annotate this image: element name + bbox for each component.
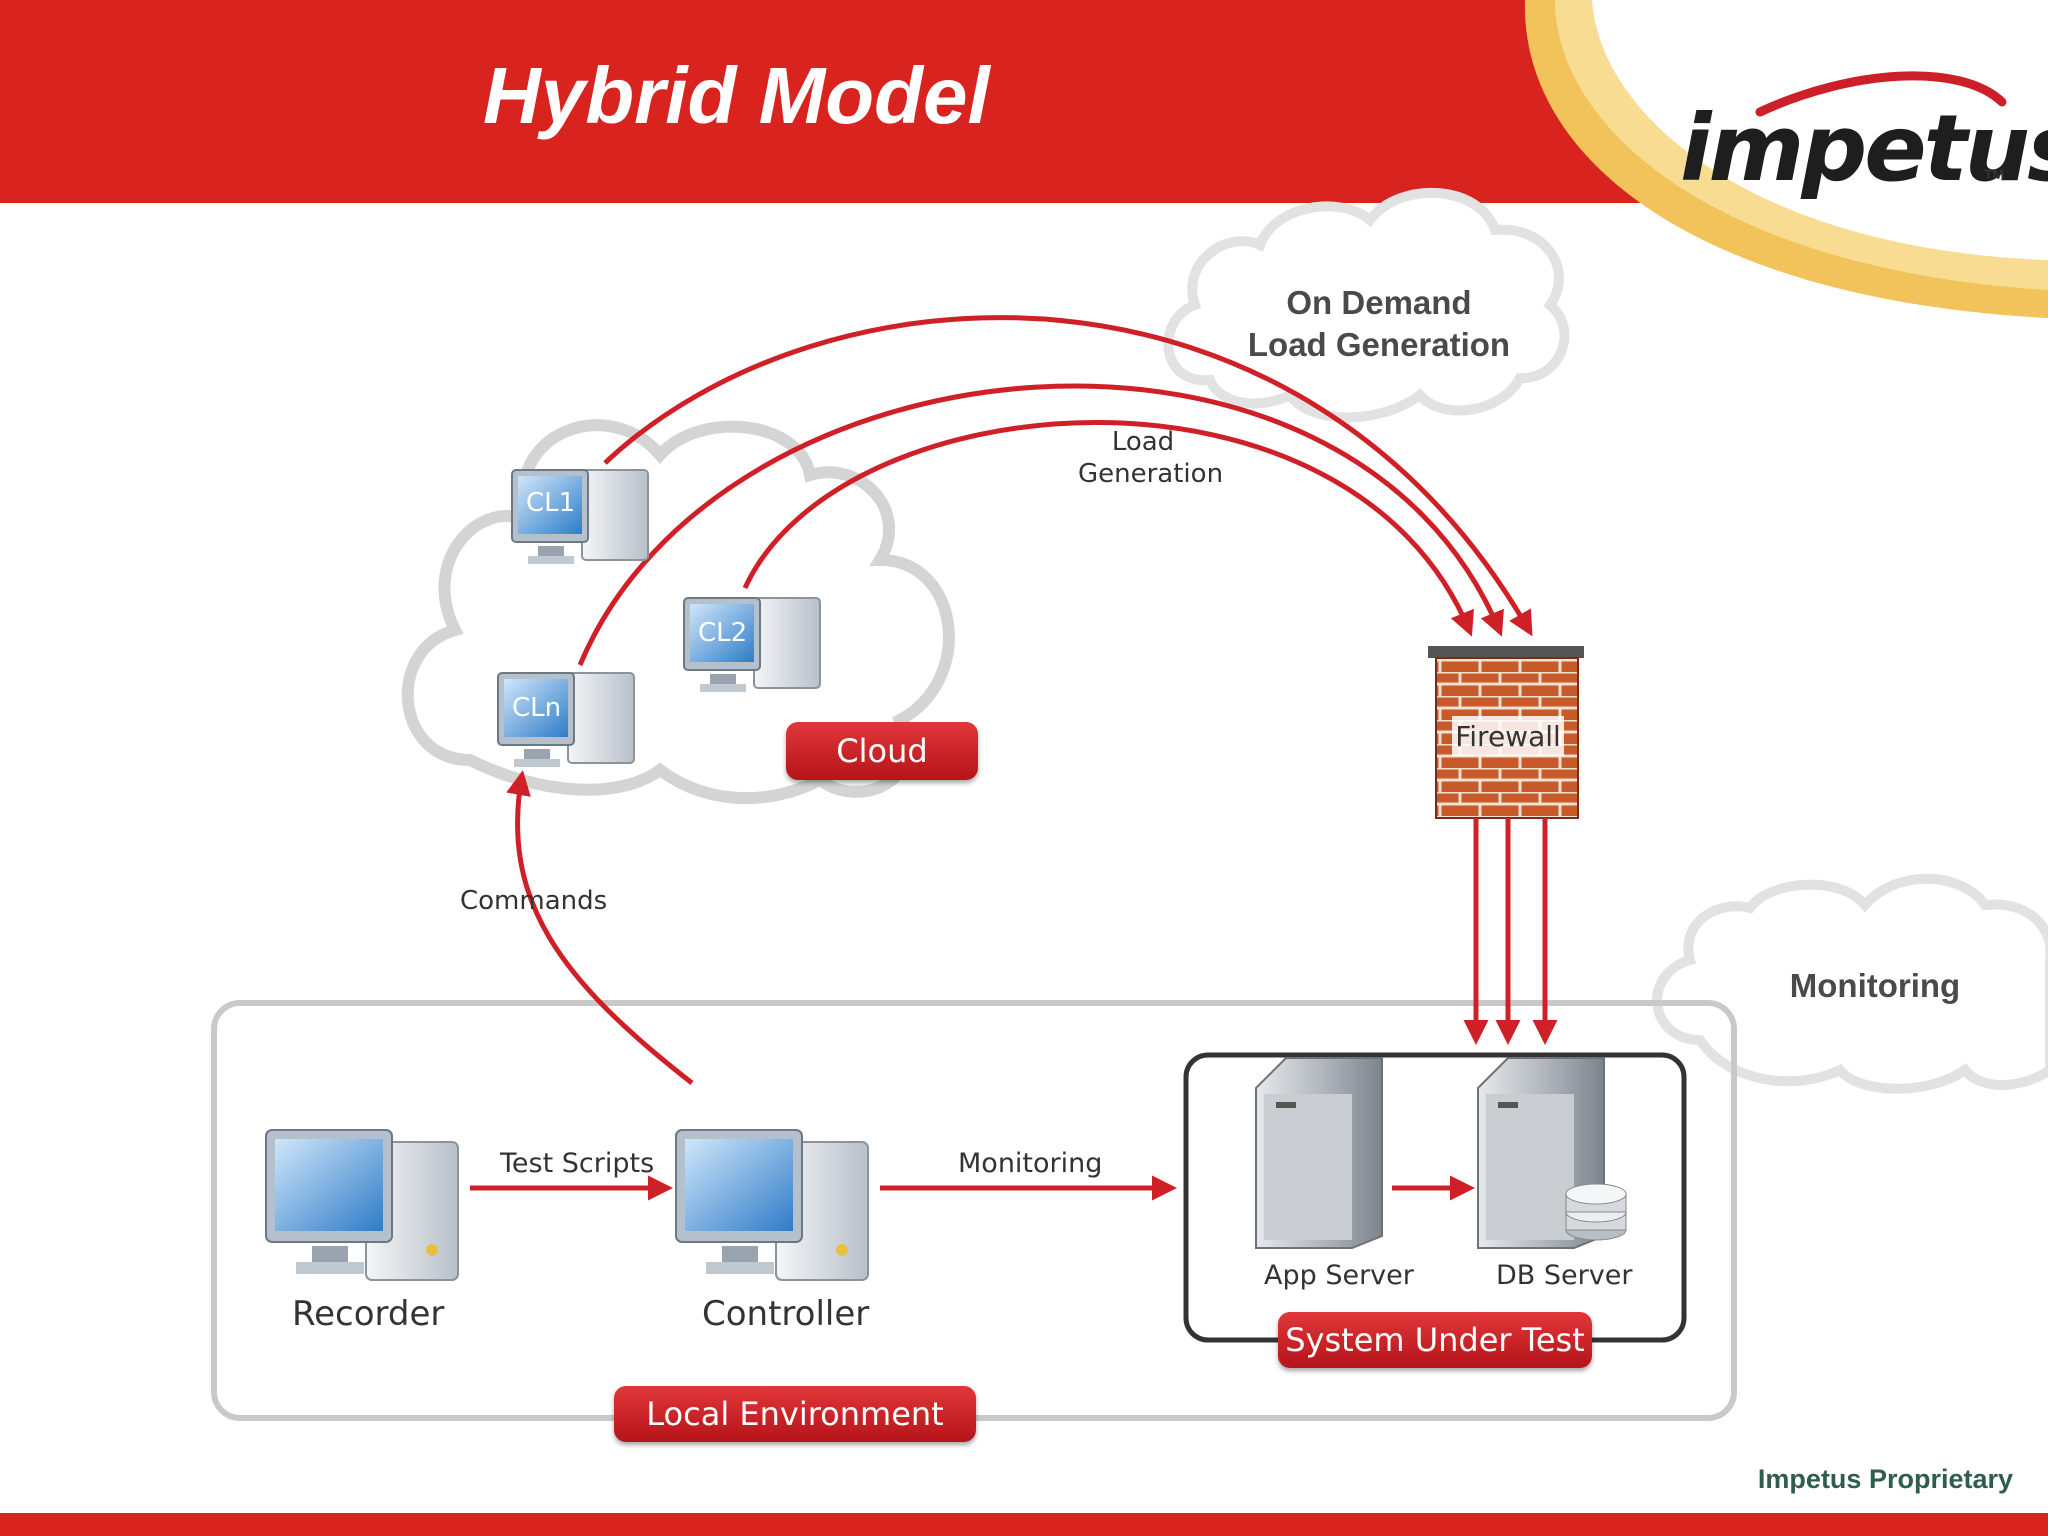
on-demand-line2: Load Generation (1247, 326, 1511, 363)
firewall-label: Firewall (1452, 716, 1564, 756)
load-arc-cl2 (742, 420, 1474, 637)
local-environment-badge: Local Environment (614, 1386, 976, 1442)
logo-swoosh (1755, 71, 2007, 117)
db-server-label: DB Server (1496, 1260, 1633, 1291)
commands-label: Commands (460, 886, 608, 916)
load-arc-cl1 (603, 315, 1533, 637)
on-demand-cloud-label: On Demand Load Generation (1216, 282, 1542, 366)
load-arc-cln (577, 383, 1504, 666)
system-under-test-badge: System Under Test (1278, 1312, 1592, 1368)
footer-bar (0, 1513, 2048, 1536)
logo-area (1592, 0, 2048, 260)
load-generation-label: Load Generation (1078, 426, 1224, 490)
database-icon (1565, 1183, 1627, 1241)
controller-pc-icon (675, 1129, 869, 1281)
monitoring-cloud (1652, 873, 2048, 1094)
pc-cl1-icon (511, 469, 649, 564)
trademark-mark: TM (1984, 166, 2005, 182)
controller-label: Controller (702, 1294, 870, 1334)
test-scripts-label: Test Scripts (500, 1148, 655, 1179)
footer-proprietary: Impetus Proprietary (1757, 1464, 2013, 1494)
firewall-cap (1428, 646, 1584, 658)
client-cl2-label: CL2 (698, 618, 748, 648)
recorder-pc-icon (265, 1129, 459, 1281)
recorder-label: Recorder (292, 1294, 445, 1334)
cloud-badge: Cloud (786, 722, 978, 780)
slide-title: Hybrid Model (483, 51, 990, 140)
client-cln-label: CLn (512, 693, 562, 723)
load-generation-line2: Generation (1078, 459, 1224, 489)
impetus-logo: impetus (1680, 95, 2048, 202)
monitoring-cloud-label: Monitoring (1789, 967, 1961, 1004)
app-server-label: App Server (1264, 1260, 1414, 1291)
on-demand-cloud (1163, 187, 1570, 423)
on-demand-line1: On Demand (1286, 284, 1472, 321)
pc-cln-icon (497, 672, 635, 767)
app-server-icon (1255, 1057, 1383, 1249)
commands-arrow (506, 770, 694, 1085)
client-cl1-label: CL1 (526, 488, 576, 518)
pc-cl2-icon (683, 597, 821, 692)
monitoring-arrow-label: Monitoring (958, 1148, 1103, 1179)
load-generation-line1: Load (1111, 427, 1175, 457)
db-server-icon (1477, 1057, 1627, 1249)
